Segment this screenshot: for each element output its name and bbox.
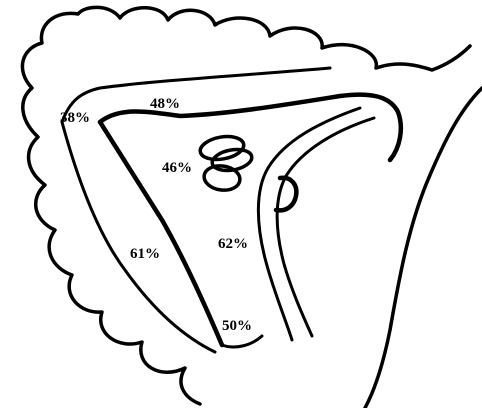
right-outer-curve xyxy=(365,88,482,408)
label-62-percent: 62% xyxy=(218,236,248,252)
label-38-percent: 38% xyxy=(60,110,90,126)
label-48-percent: 48% xyxy=(150,96,180,112)
left-inner-edge xyxy=(62,122,215,352)
vessel-outer-wall xyxy=(277,118,374,336)
label-46-percent: 46% xyxy=(162,160,192,176)
vessel-inner-wall xyxy=(258,108,360,340)
lower-connecting-curve xyxy=(222,336,262,347)
inner-upper-bold-line xyxy=(100,95,401,160)
label-61-percent: 61% xyxy=(130,246,160,262)
label-50-percent: 50% xyxy=(222,318,252,334)
